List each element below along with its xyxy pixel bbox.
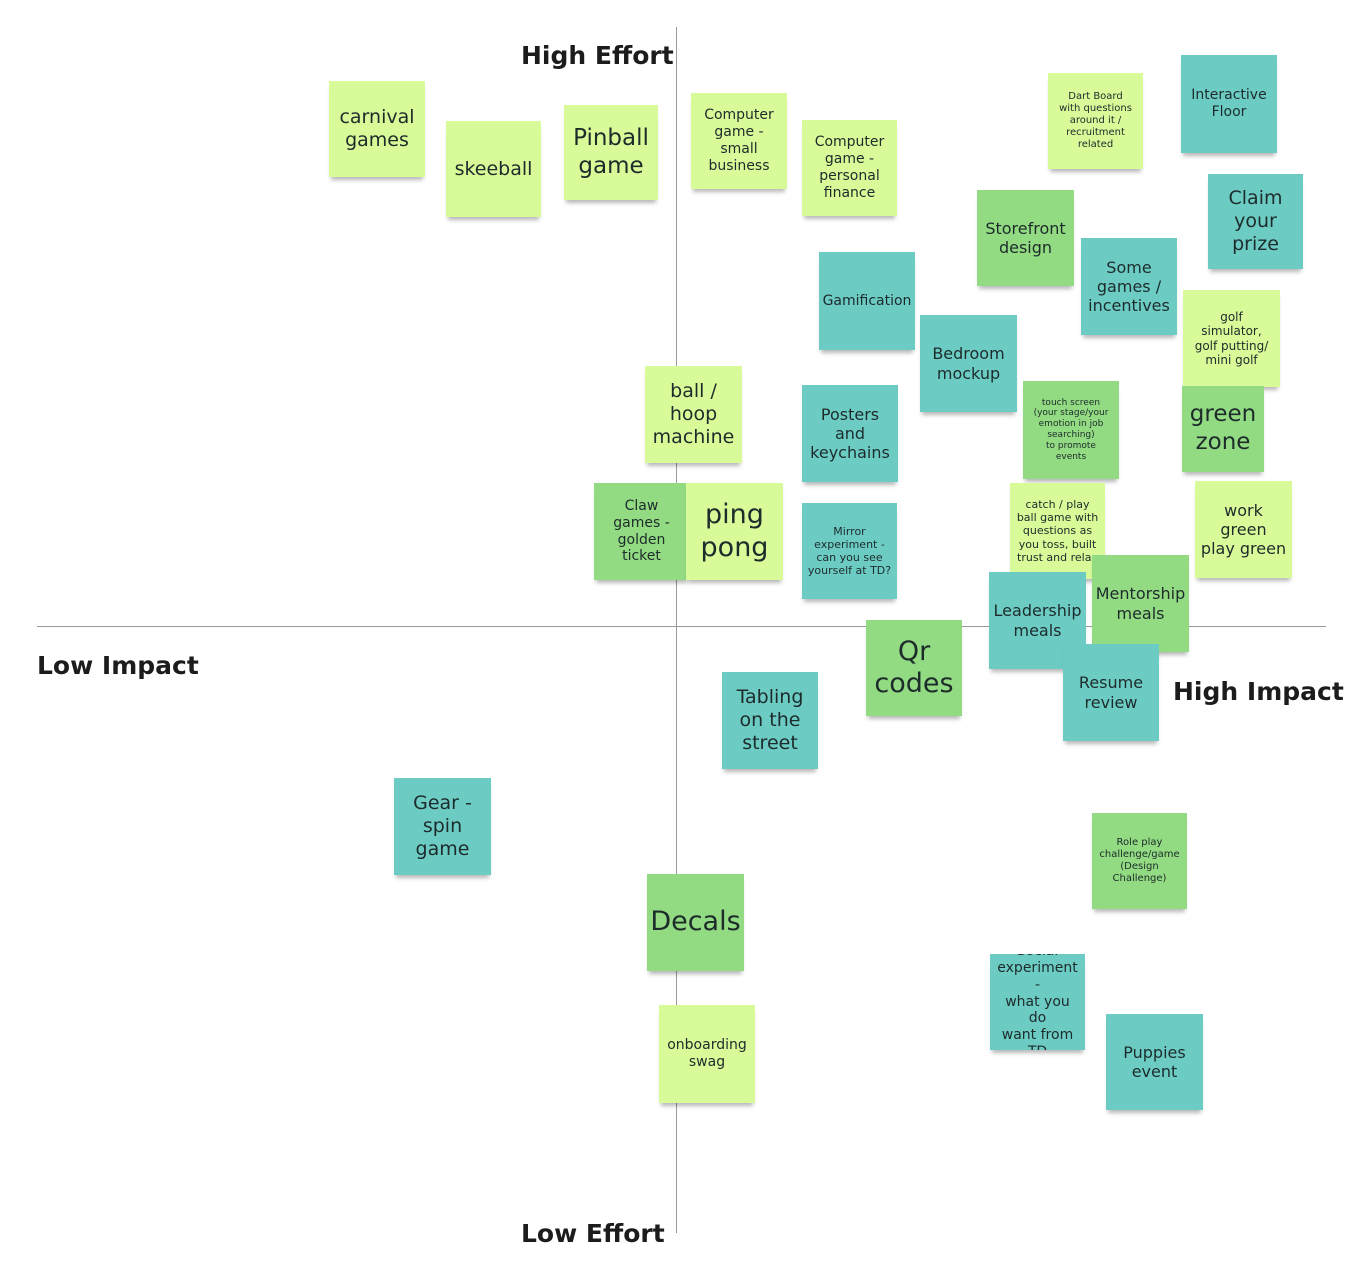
sticky-note[interactable]: Social experiment - what you do want fro… bbox=[990, 954, 1085, 1050]
sticky-note[interactable]: carnival games bbox=[329, 81, 425, 177]
sticky-note[interactable]: Decals bbox=[647, 874, 744, 971]
sticky-note[interactable]: Computer game - small business bbox=[691, 93, 787, 189]
sticky-note[interactable]: touch screen (your stage/your emotion in… bbox=[1023, 381, 1119, 479]
high-effort-label: High Effort bbox=[521, 41, 674, 70]
sticky-note[interactable]: Gear - spin game bbox=[394, 778, 491, 875]
sticky-note[interactable]: Interactive Floor bbox=[1181, 55, 1277, 153]
sticky-note[interactable]: ball / hoop machine bbox=[645, 366, 742, 463]
sticky-note[interactable]: Role play challenge/game (Design Challen… bbox=[1092, 813, 1187, 909]
sticky-note[interactable]: Mirror experiment - can you see yourself… bbox=[802, 503, 897, 599]
sticky-note[interactable]: catch / play ball game with questions as… bbox=[1010, 483, 1105, 579]
sticky-note[interactable]: Puppies event bbox=[1106, 1014, 1203, 1110]
sticky-note[interactable]: work green play green bbox=[1195, 481, 1292, 578]
low-effort-label: Low Effort bbox=[521, 1219, 665, 1248]
sticky-note[interactable]: Gamification bbox=[819, 252, 915, 350]
sticky-note[interactable]: Posters and keychains bbox=[802, 385, 898, 482]
sticky-note[interactable]: Dart Board with questions around it / re… bbox=[1048, 73, 1143, 169]
sticky-note[interactable]: Resume review bbox=[1063, 644, 1159, 741]
sticky-note[interactable]: onboarding swag bbox=[659, 1005, 755, 1103]
sticky-note[interactable]: Bedroom mockup bbox=[920, 315, 1017, 412]
sticky-note[interactable]: Storefront design bbox=[977, 190, 1074, 286]
sticky-note[interactable]: Mentorship meals bbox=[1092, 555, 1189, 652]
sticky-note[interactable]: Some games / incentives bbox=[1081, 238, 1177, 335]
sticky-note[interactable]: skeeball bbox=[446, 121, 541, 217]
sticky-note[interactable]: Qr codes bbox=[866, 620, 962, 716]
sticky-note[interactable]: Leadership meals bbox=[989, 572, 1086, 669]
sticky-note[interactable]: golf simulator, golf putting/ mini golf bbox=[1183, 290, 1280, 387]
impact-axis-line bbox=[37, 626, 1326, 627]
sticky-note[interactable]: Claim your prize bbox=[1208, 174, 1303, 269]
sticky-note[interactable]: Computer game - personal finance bbox=[802, 120, 897, 216]
low-impact-label: Low Impact bbox=[37, 651, 199, 680]
sticky-note[interactable]: green zone bbox=[1182, 386, 1264, 472]
high-impact-label: High Impact bbox=[1173, 677, 1344, 706]
sticky-note[interactable]: ping pong bbox=[686, 483, 783, 580]
sticky-note[interactable]: Tabling on the street bbox=[722, 672, 818, 769]
effort-axis-line bbox=[676, 27, 677, 1233]
sticky-note[interactable]: Pinball game bbox=[564, 105, 658, 200]
sticky-note[interactable]: Claw games - golden ticket bbox=[594, 483, 689, 580]
